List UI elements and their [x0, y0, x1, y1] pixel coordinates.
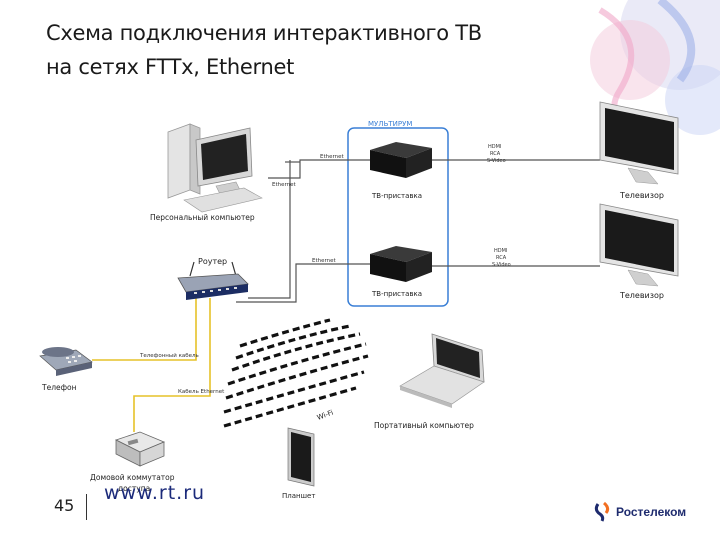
title-line-2: на сетях FTTx, Ethernet: [46, 55, 295, 79]
tv2-label: Телевизор: [619, 291, 664, 300]
router-icon: [177, 261, 249, 300]
title-line-1: Схема подключения интерактивного ТВ: [46, 21, 482, 45]
phone-icon: [39, 347, 93, 376]
ethernet-stb1-label: Ethernet: [320, 154, 345, 160]
stb2-icon: [370, 246, 432, 282]
decorative-swirl: [590, 0, 720, 143]
tv1-port-hdmi: HDMI: [488, 144, 501, 150]
stb2-label: ТВ-приставка: [371, 290, 422, 298]
laptop-icon: [399, 333, 485, 408]
wifi-waves-icon: [223, 318, 369, 428]
pc-label: Персональный компьютер: [150, 213, 255, 222]
multiroom-frame: [347, 127, 449, 307]
phone-cable-label: Телефонный кабель: [139, 352, 199, 359]
stb1-label: ТВ-приставка: [371, 192, 422, 200]
phone-label: Телефон: [41, 383, 77, 392]
tv2-port-hdmi: HDMI: [494, 248, 507, 254]
tablet-label: Планшет: [282, 492, 315, 500]
footer-separator: [86, 494, 87, 520]
ethernet-stb2-label: Ethernet: [312, 258, 337, 264]
pc-icon: [167, 123, 263, 213]
tv1-port-svideo: S-Video: [487, 158, 506, 164]
rostelecom-logo-text: Ростелеком: [616, 505, 687, 519]
tv1-icon: [599, 101, 679, 185]
multiroom-label: МУЛЬТИРУМ: [368, 120, 412, 128]
tv1-label: Телевизор: [619, 191, 664, 200]
stb1-icon: [370, 142, 432, 178]
tablet-icon: [287, 427, 315, 487]
tv2-port-rca: RCA: [496, 255, 507, 261]
switch-label-line1: Домовой коммутатор: [90, 473, 175, 482]
switch-icon: [114, 431, 166, 467]
switch-label-line2: доступа: [118, 484, 150, 493]
yellow-cables: [92, 298, 211, 432]
laptop-label: Портативный компьютер: [374, 421, 474, 430]
rostelecom-logo-icon: [594, 501, 610, 522]
router-label: Роутер: [198, 257, 227, 266]
wifi-label: Wi-Fi: [316, 409, 334, 422]
tv2-ports: HDMI RCA S-Video: [492, 248, 511, 268]
tv2-icon: [599, 203, 679, 287]
tv2-port-svideo: S-Video: [492, 262, 511, 268]
page-number: 45: [54, 496, 75, 515]
ethernet-cable-label: Кабель Ethernet: [178, 389, 225, 395]
tv1-ports: HDMI RCA S-Video: [487, 144, 506, 164]
ethernet-pc-label: Ethernet: [272, 182, 297, 188]
slide-title: Схема подключения интерактивного ТВ на с…: [46, 16, 482, 84]
tv1-port-rca: RCA: [490, 151, 501, 157]
footer-url-link[interactable]: www.rt.ru: [104, 482, 206, 504]
ethernet-cables: [236, 159, 600, 303]
